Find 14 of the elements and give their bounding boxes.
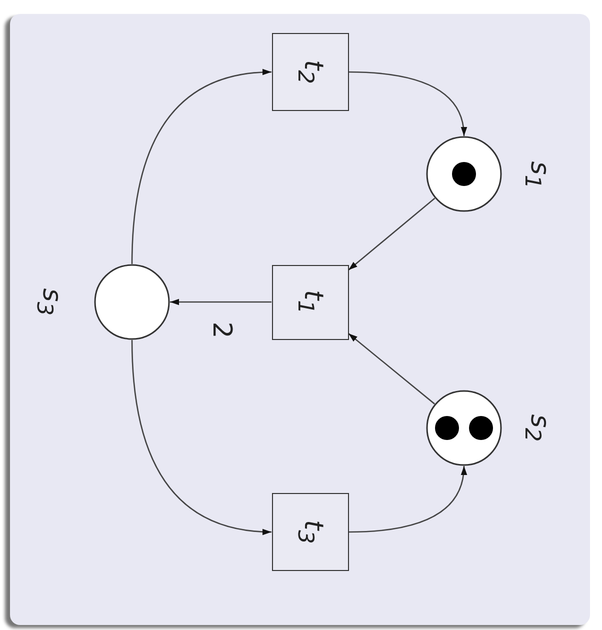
arc-arrow [348,198,436,270]
transition-box [272,493,348,571]
arc-arrow [170,298,272,306]
transition-box [272,33,348,111]
arc-arrow [348,71,466,136]
place-circle [426,136,502,212]
place-circle [426,390,502,466]
arc-arrow [348,333,435,404]
edge-label: 2 [208,322,234,338]
arc-arrow [131,69,272,264]
transition-box [272,264,348,340]
place-circle [94,264,170,340]
arc-arrow [131,340,272,535]
arc-arrow [348,466,466,533]
